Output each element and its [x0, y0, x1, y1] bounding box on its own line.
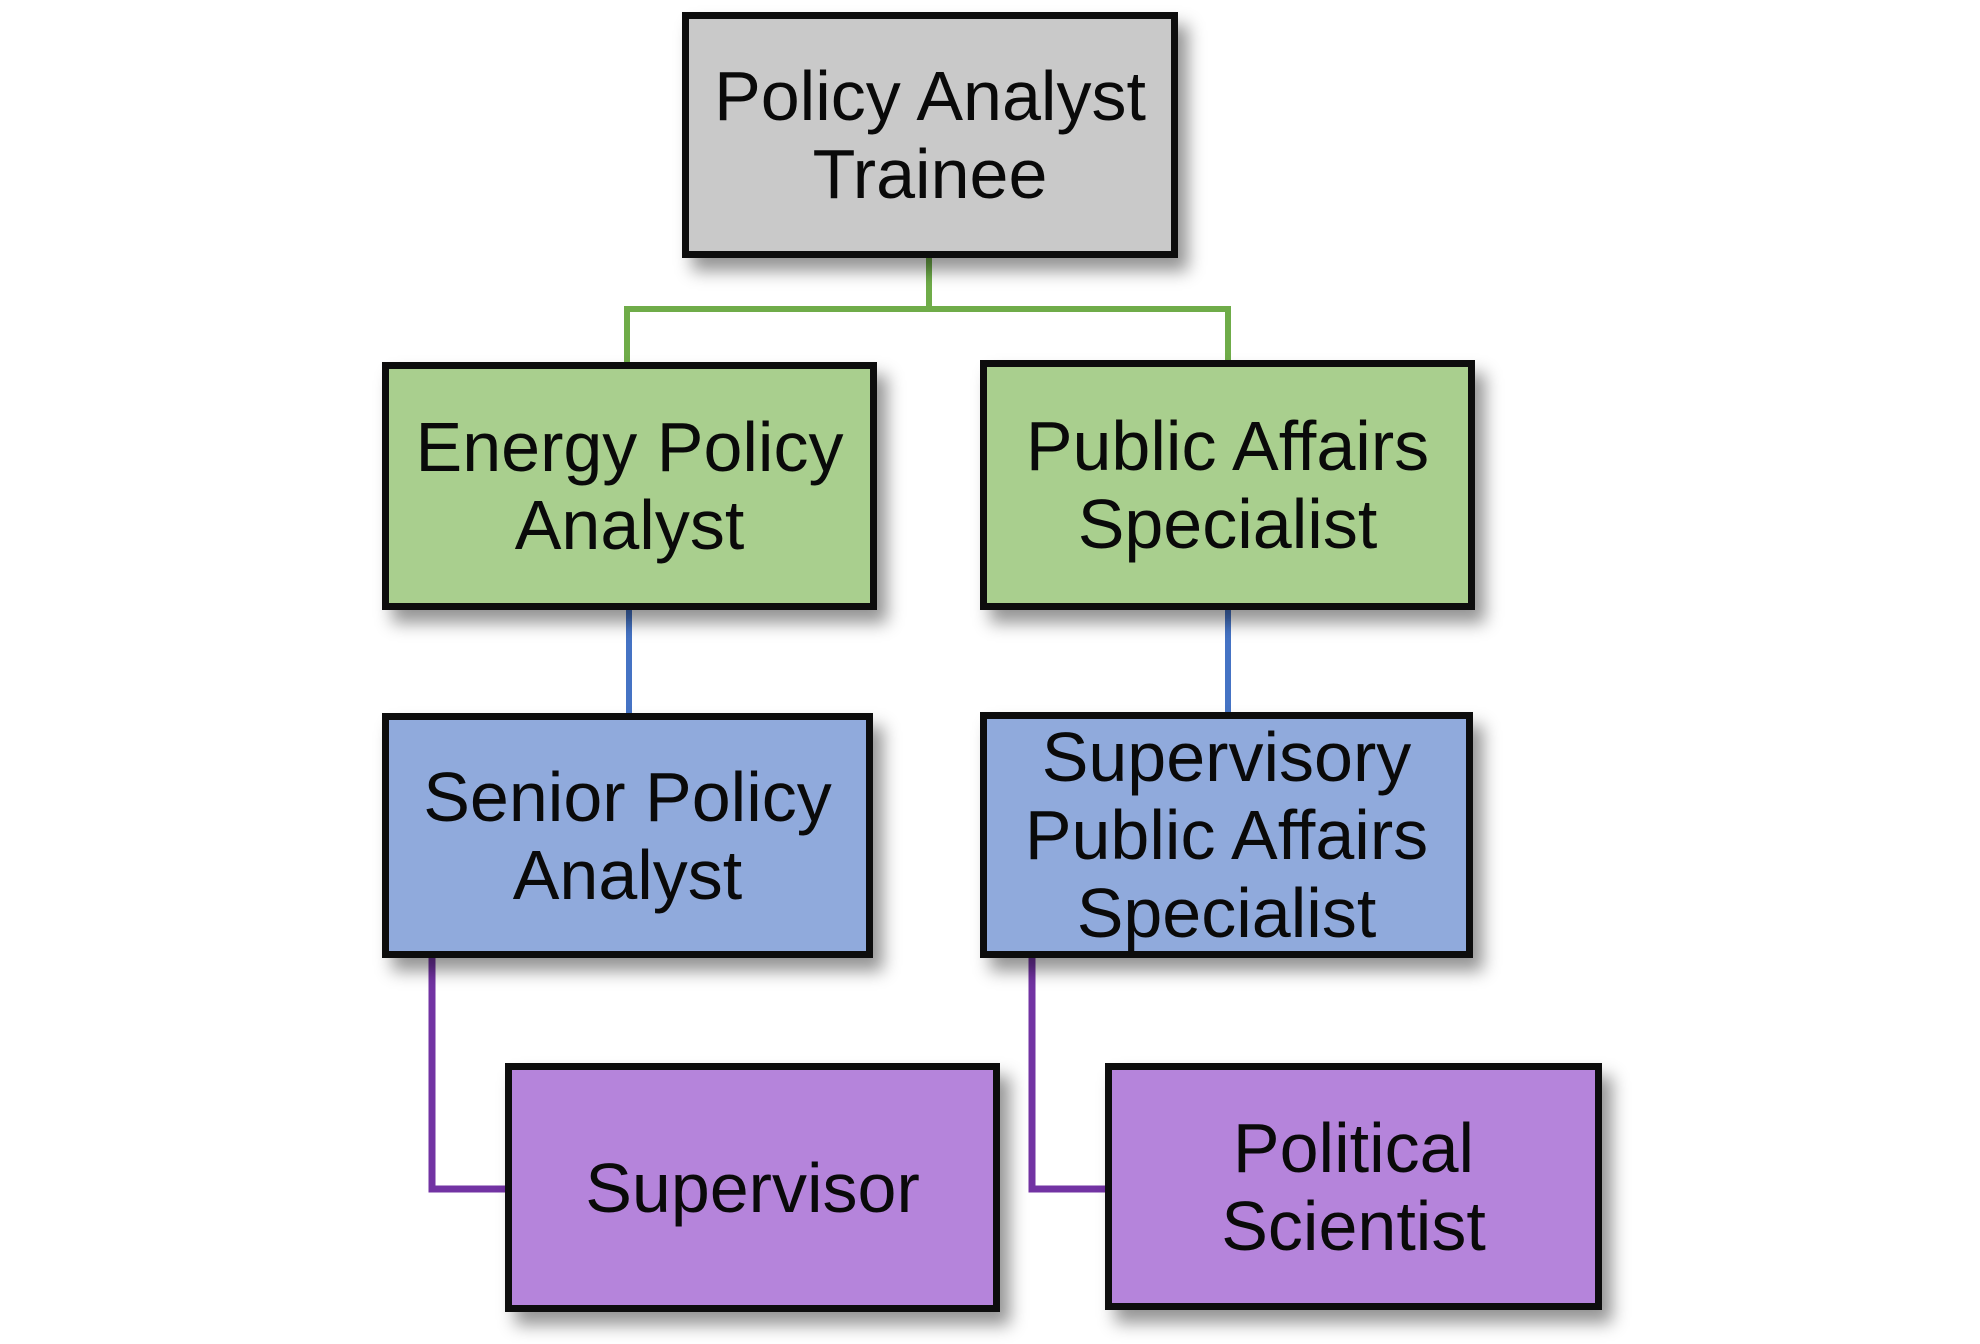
- node-policy-analyst-trainee: Policy Analyst Trainee: [682, 12, 1178, 258]
- node-energy-policy-analyst: Energy Policy Analyst: [382, 362, 877, 610]
- node-label-supervisor: Supervisor: [585, 1148, 920, 1227]
- node-label-policy-analyst-trainee: Policy Analyst Trainee: [714, 57, 1146, 213]
- node-supervisor: Supervisor: [505, 1063, 1000, 1312]
- node-political-scientist: Political Scientist: [1105, 1063, 1602, 1310]
- node-label-energy-policy-analyst: Energy Policy Analyst: [415, 408, 844, 564]
- node-senior-policy-analyst: Senior Policy Analyst: [382, 713, 873, 958]
- node-supervisory-public-affairs-specialist: Supervisory Public Affairs Specialist: [980, 712, 1473, 958]
- connector-level3-to-level4: [428, 950, 1110, 1193]
- node-label-senior-policy-analyst: Senior Policy Analyst: [423, 757, 832, 914]
- node-label-public-affairs-specialist: Public Affairs Specialist: [1025, 407, 1430, 563]
- node-label-supervisory-public-affairs-specialist: Supervisory Public Affairs Specialist: [1024, 718, 1429, 952]
- node-label-political-scientist: Political Scientist: [1221, 1108, 1486, 1265]
- connector-trainee-to-level2: [624, 248, 1231, 366]
- node-public-affairs-specialist: Public Affairs Specialist: [980, 360, 1475, 610]
- connector-level2-to-level3: [626, 604, 1231, 720]
